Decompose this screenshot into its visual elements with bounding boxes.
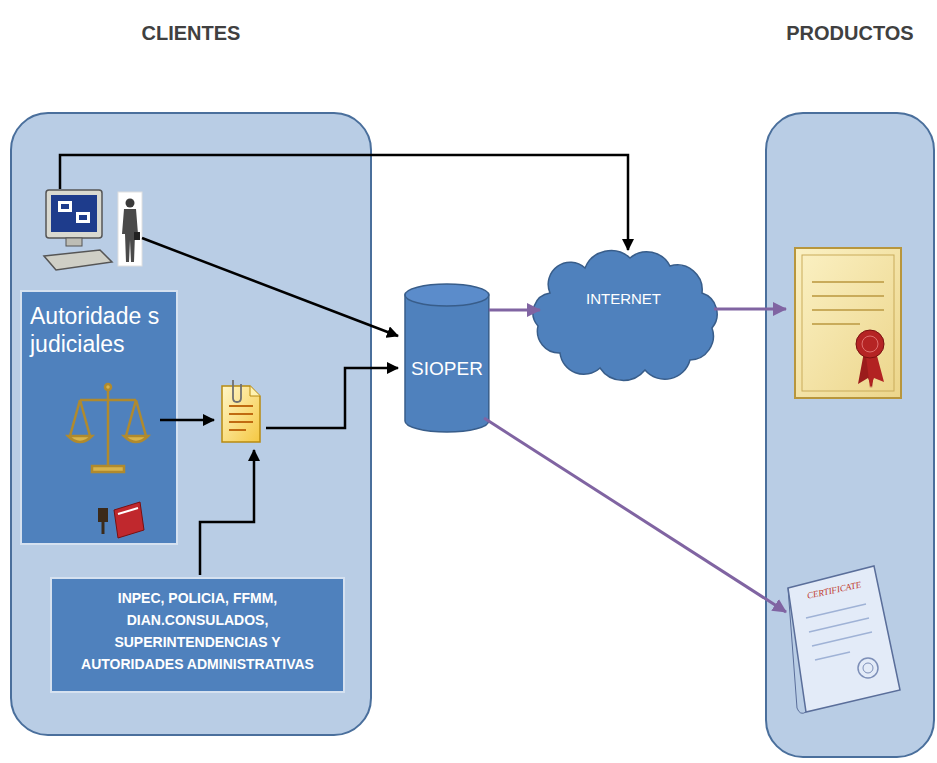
panel-heading: CLIENTES (12, 22, 370, 45)
flow-lines (60, 155, 628, 575)
output-lines (484, 309, 786, 612)
database-cylinder: SIOPER (404, 283, 490, 433)
authority-box: Autoridade s judiciales (20, 290, 178, 545)
scales-icon (68, 384, 148, 472)
computer-icon (44, 190, 112, 270)
cloud-label: INTERNET (586, 290, 661, 307)
group-panel: PRODUCTOS (765, 112, 935, 758)
box-label: Autoridade s judiciales (30, 302, 168, 358)
box-label: INPEC, POLICIA, FFMM, DIAN.CONSULADOS, S… (62, 587, 333, 675)
gavel-book-icon (98, 502, 144, 538)
database-label: SIOPER (411, 358, 483, 380)
diploma-icon (795, 248, 901, 398)
group-panel: CLIENTESAutoridade s judicialesINPEC, PO… (10, 112, 372, 736)
cloud-shape (530, 248, 717, 378)
certificate-icon (788, 566, 900, 713)
panel-heading: PRODUCTOS (767, 22, 933, 45)
document-icon (222, 380, 260, 442)
network-cloud: INTERNET (530, 248, 717, 378)
flow-arrow (489, 309, 540, 312)
entity-box: INPEC, POLICIA, FFMM, DIAN.CONSULADOS, S… (50, 577, 345, 693)
person-icon (118, 192, 142, 266)
